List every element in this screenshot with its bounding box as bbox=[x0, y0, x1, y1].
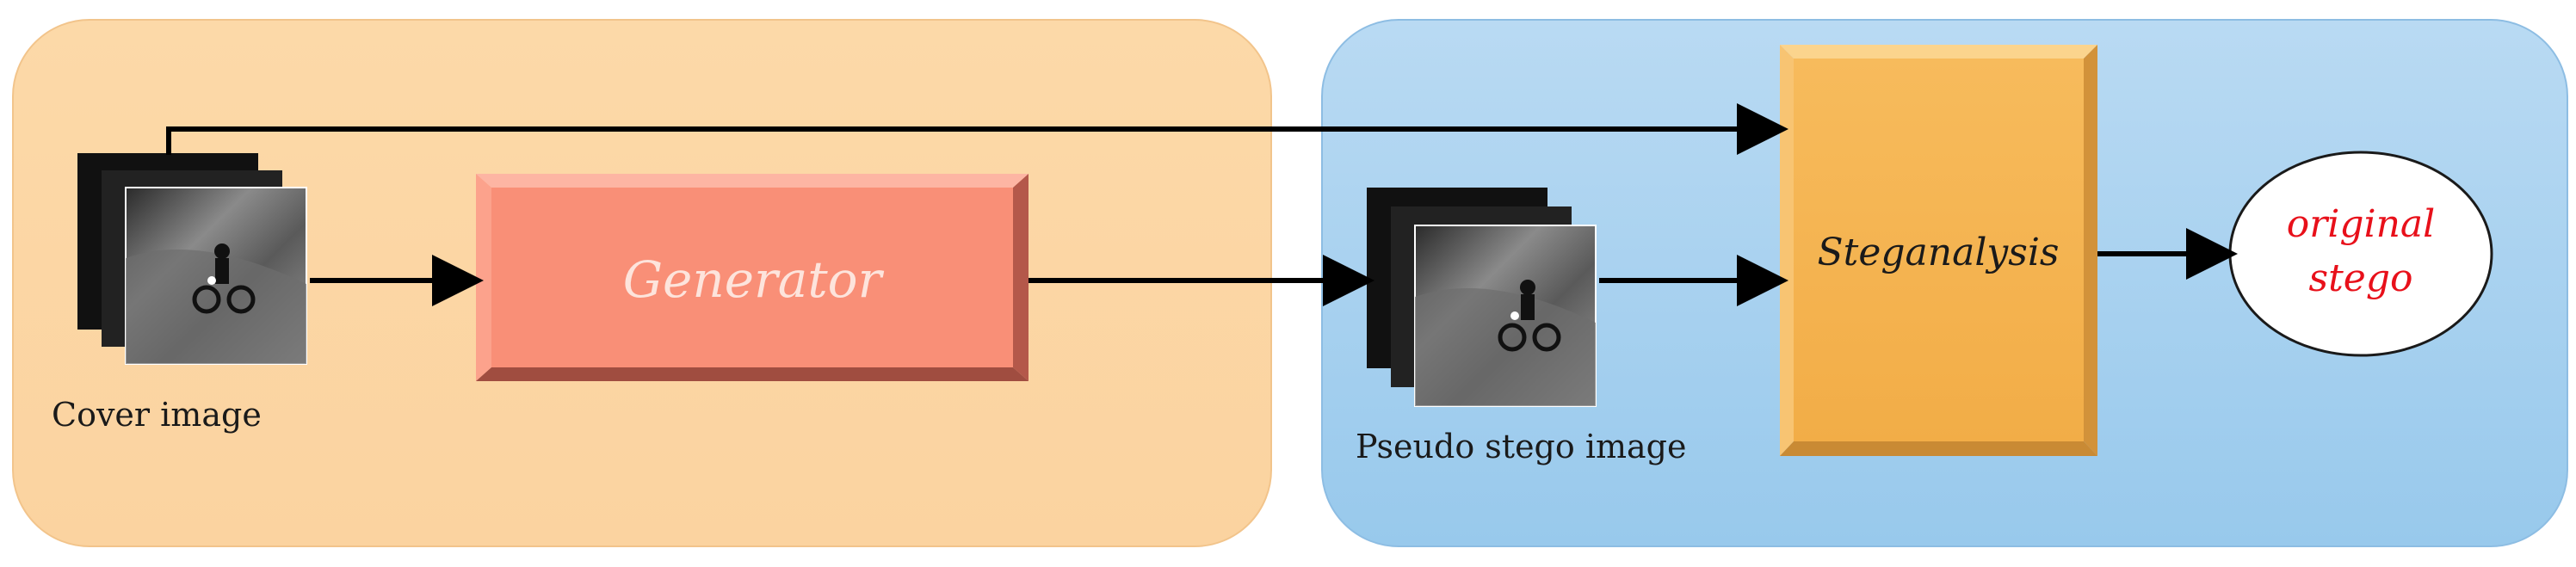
cover-image-stack bbox=[77, 153, 307, 365]
generator-label: Generator bbox=[623, 250, 885, 309]
cover-image-label: Cover image bbox=[52, 396, 262, 434]
output-ellipse: original stego bbox=[2228, 151, 2493, 357]
pseudo-stego-image-stack bbox=[1367, 188, 1597, 407]
generator-block: Generator bbox=[476, 174, 1029, 381]
steganalysis-block: Steganalysis bbox=[1780, 45, 2097, 456]
output-label-line2: stego bbox=[2309, 256, 2413, 300]
arrow-cover-to-steganalysis bbox=[166, 103, 1788, 155]
pseudo-stego-image-label: Pseudo stego image bbox=[1356, 428, 1687, 465]
output-label-line1: original bbox=[2287, 202, 2435, 246]
steganalysis-label: Steganalysis bbox=[1818, 231, 2060, 274]
